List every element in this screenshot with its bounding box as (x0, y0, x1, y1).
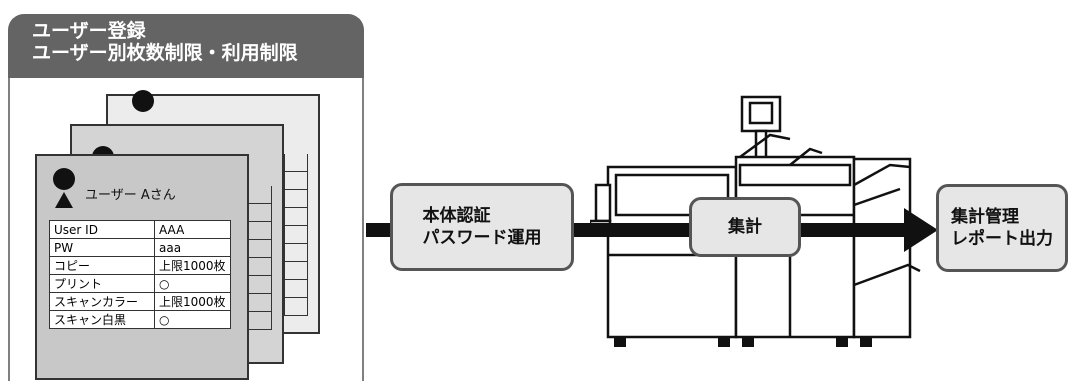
auth-box: 本体認証 パスワード運用 (390, 183, 574, 271)
report-box: 集計管理 レポート出力 (936, 184, 1068, 272)
table-row: スキャン白黒○ (49, 310, 231, 329)
report-box-line2: レポート出力 (951, 229, 1053, 249)
row-value: aaa (154, 238, 231, 257)
row-value: ○ (154, 274, 231, 293)
panel-title-line1: ユーザー登録 (32, 20, 146, 42)
count-box-label: 集計 (728, 217, 762, 237)
auth-box-line1: 本体認証 (422, 206, 491, 226)
card-back-rows (284, 154, 308, 316)
card-middle-rows (248, 186, 272, 330)
printer-illustration (590, 95, 921, 347)
row-key: コピー (49, 256, 155, 275)
table-row: コピー上限1000枚 (49, 256, 231, 275)
panel-header: ユーザー登録 ユーザー別枚数制限・利用制限 (8, 14, 364, 78)
row-key: プリント (49, 274, 155, 293)
panel-title-line2: ユーザー別枚数制限・利用制限 (32, 42, 298, 64)
row-key: スキャン白黒 (49, 310, 155, 329)
report-box-line1: 集計管理 (951, 207, 1019, 227)
card-user-name: ユーザー Aさん (85, 188, 176, 203)
row-value: AAA (154, 220, 231, 239)
row-value: ○ (154, 310, 231, 329)
count-box: 集計 (689, 197, 801, 257)
table-row: スキャンカラー上限1000枚 (49, 292, 231, 311)
row-value: 上限1000枚 (154, 256, 231, 275)
row-value: 上限1000枚 (154, 292, 231, 311)
arrow-right-icon (904, 208, 938, 252)
row-key: スキャンカラー (49, 292, 155, 311)
table-row: プリント○ (49, 274, 231, 293)
row-key: PW (49, 238, 155, 257)
row-key: User ID (49, 220, 155, 239)
auth-box-line2: パスワード運用 (422, 228, 542, 248)
